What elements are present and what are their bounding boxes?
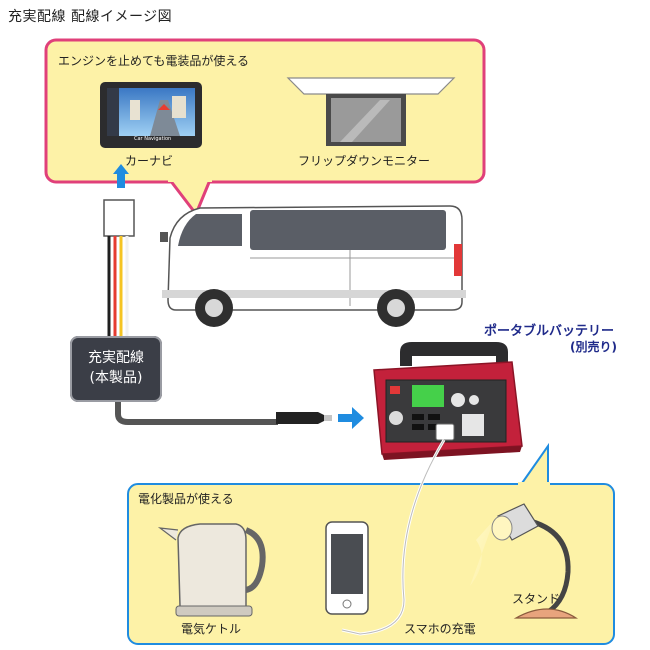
product-note: (本製品) xyxy=(89,370,143,386)
product-name: 充実配線 xyxy=(88,350,144,366)
kettle-label: 電気ケトル xyxy=(181,622,242,636)
car-navigation-label: カーナビ xyxy=(125,154,174,168)
page-title: 充実配線 配線イメージ図 xyxy=(8,9,173,25)
car-navigation-device xyxy=(100,82,202,148)
battery-title: ポータブルバッテリー xyxy=(484,324,615,339)
portable-battery xyxy=(373,342,523,460)
arrow-up-icon xyxy=(113,164,129,188)
power-cable xyxy=(115,400,332,425)
connector-and-wires xyxy=(103,199,135,340)
desk-lamp-illustration xyxy=(470,503,579,619)
desk-lamp-label: スタンド xyxy=(512,592,561,606)
kettle-illustration xyxy=(157,523,266,617)
flip-down-monitor-device xyxy=(286,77,456,146)
product-box: 充実配線 (本製品) xyxy=(70,336,162,402)
flip-down-monitor-label: フリップダウンモニター xyxy=(298,154,431,168)
smartphone-illustration xyxy=(325,521,369,615)
car-navigation-screen-text: Car Navigation xyxy=(134,136,172,142)
van-illustration xyxy=(160,205,466,327)
charging-cable xyxy=(341,439,446,636)
battery-subtitle: (別売り) xyxy=(570,340,617,354)
bottom-panel-label: 電化製品が使える xyxy=(138,492,234,506)
top-panel-label: エンジンを止めても電装品が使える xyxy=(58,54,250,68)
arrow-right-icon xyxy=(338,407,364,429)
smartphone-label: スマホの充電 xyxy=(404,622,476,636)
